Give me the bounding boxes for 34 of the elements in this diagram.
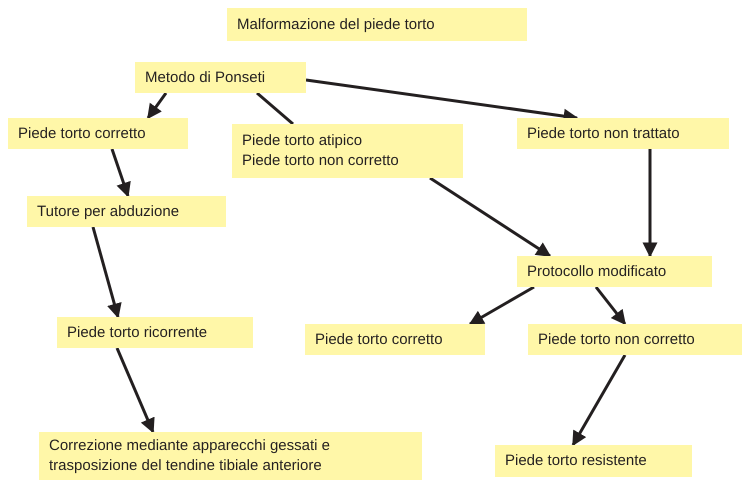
- process-box: [305, 324, 485, 355]
- arrow: [116, 347, 155, 434]
- box-label: Protocollo modificato: [527, 262, 668, 282]
- process-box: [135, 62, 306, 93]
- process-box: [27, 196, 226, 227]
- process-box: [232, 124, 463, 178]
- box-label: Piede torto non trattato: [527, 124, 681, 144]
- box-label: Piede torto corretto: [18, 124, 147, 144]
- process-box: [495, 445, 692, 477]
- arrow: [429, 176, 552, 258]
- process-box: [227, 8, 527, 41]
- box-label: Piede torto ricorrente: [67, 322, 208, 342]
- box-label: Piede torto atipico: [242, 131, 364, 151]
- arrow: [468, 286, 535, 326]
- arrow: [92, 226, 122, 318]
- arrow: [146, 92, 168, 120]
- arrow: [594, 286, 626, 326]
- arrow: [572, 354, 626, 446]
- arrow: [110, 148, 131, 198]
- box-label: Metodo di Ponseti: [145, 68, 266, 88]
- box-label: Piede torto non corretto: [242, 151, 400, 171]
- process-box: [39, 432, 422, 480]
- box-label: Piede torto resistente: [505, 451, 648, 471]
- process-box: [57, 317, 253, 348]
- process-box: [517, 118, 729, 149]
- process-box: [8, 118, 188, 149]
- box-label: Correzione mediante apparecchi gessati e trasposizione del tendine tibiale anteriore: [49, 436, 331, 476]
- box-label: Malformazione del piede torto: [237, 14, 436, 34]
- box-label: Piede torto corretto: [315, 330, 444, 350]
- box-label: Piede torto non corretto: [538, 330, 696, 350]
- process-box: [517, 256, 712, 287]
- arrow: [642, 149, 658, 258]
- process-box: [528, 324, 742, 355]
- box-label: Tutore per abduzione: [37, 202, 180, 222]
